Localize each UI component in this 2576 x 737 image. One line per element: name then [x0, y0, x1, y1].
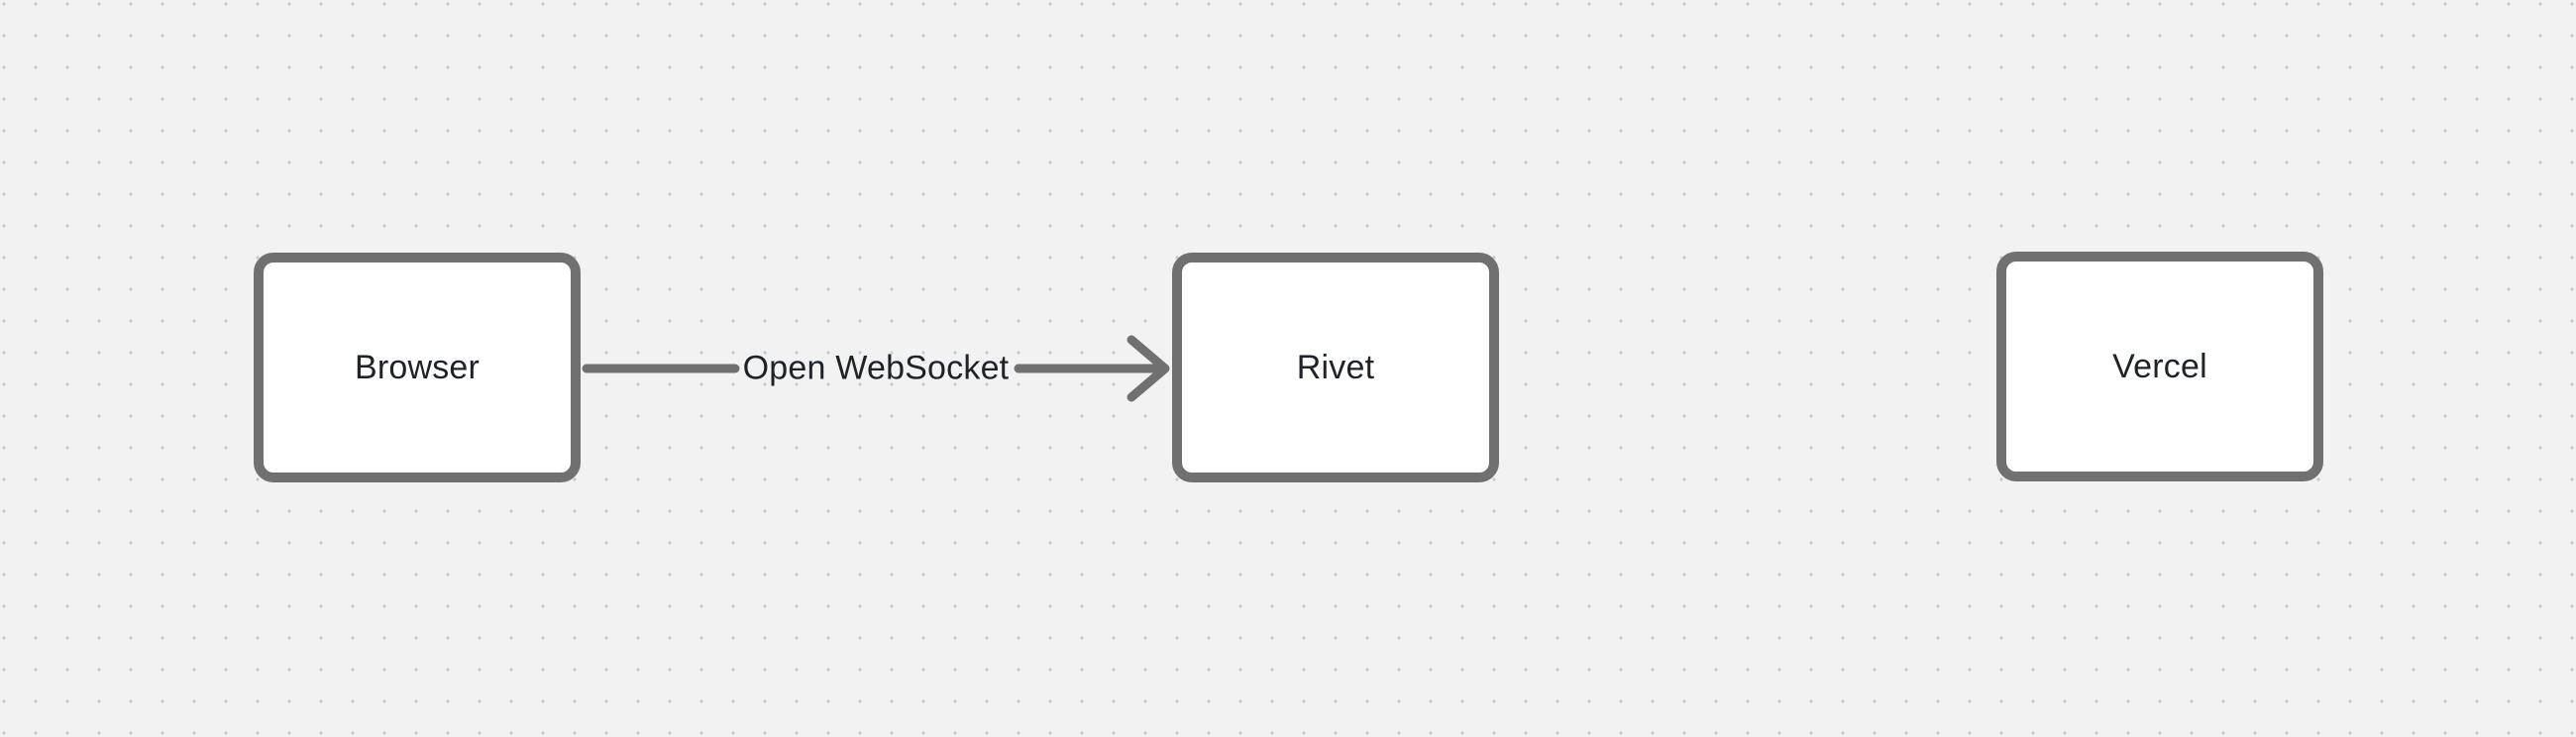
node-rivet[interactable]: Rivet: [1172, 253, 1499, 482]
node-vercel[interactable]: Vercel: [1996, 252, 2323, 481]
node-rivet-label: Rivet: [1296, 348, 1375, 386]
arrowhead-icon: [1127, 335, 1170, 402]
edge-label[interactable]: Open WebSocket: [742, 349, 1010, 387]
node-browser-label: Browser: [354, 348, 481, 386]
node-browser[interactable]: Browser: [254, 253, 581, 482]
node-vercel-label: Vercel: [2112, 347, 2207, 385]
